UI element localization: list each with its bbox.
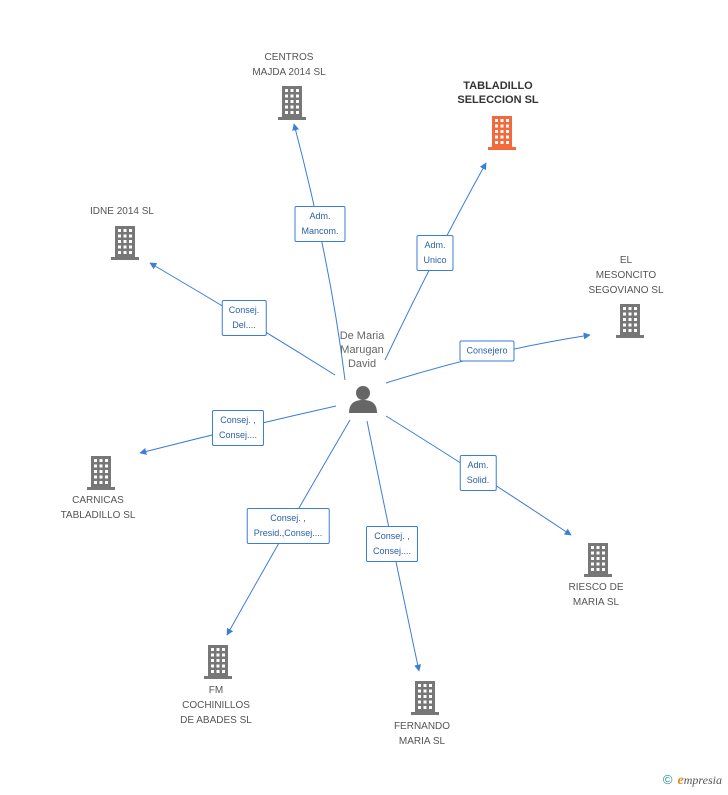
role-tag-centros-majda: Adm. Mancom. bbox=[294, 206, 346, 242]
building-icon bbox=[204, 645, 232, 679]
person-icon bbox=[349, 386, 377, 413]
role-tag-fm-cochinillos: Consej. , Presid.,Consej.... bbox=[246, 508, 330, 544]
company-name-el-mesoncito[interactable]: EL MESONCITO SEGOVIANO SL bbox=[588, 255, 664, 296]
building-icon bbox=[616, 304, 644, 338]
center-person-name[interactable]: De Maria Marugan David bbox=[339, 330, 385, 370]
role-tag-el-mesoncito: Consejero bbox=[459, 340, 515, 362]
role-tag-fernando-maria: Consej. , Consej.... bbox=[365, 526, 419, 562]
footer-brand: © empresia bbox=[663, 772, 722, 789]
copyright-icon: © bbox=[662, 772, 673, 787]
brand-initial: e bbox=[677, 773, 684, 788]
company-name-fernando-maria[interactable]: FERNANDO MARIA SL bbox=[393, 721, 451, 747]
building-icon bbox=[111, 226, 139, 260]
brand-name: mpresia bbox=[683, 773, 722, 787]
company-name-tabladillo-seleccion[interactable]: TABLADILLO SELECCION SL bbox=[457, 80, 539, 106]
role-tag-carnicas-tabladillo: Consej. , Consej.... bbox=[211, 410, 265, 446]
company-name-idne-2014[interactable]: IDNE 2014 SL bbox=[90, 206, 154, 217]
company-name-fm-cochinillos[interactable]: FM COCHINILLOS DE ABADES SL bbox=[180, 685, 252, 726]
edge-centros-majda bbox=[292, 123, 346, 381]
company-name-centros-majda[interactable]: CENTROS MAJDA 2014 SL bbox=[252, 52, 326, 78]
company-name-riesco-de-maria[interactable]: RIESCO DE MARIA SL bbox=[568, 582, 624, 608]
role-tag-riesco-de-maria: Adm. Solid. bbox=[459, 455, 497, 491]
company-name-carnicas-tabladillo[interactable]: CARNICAS TABLADILLO SL bbox=[60, 495, 136, 521]
role-tag-tabladillo-seleccion: Adm. Unico bbox=[416, 235, 454, 271]
building-icon bbox=[87, 456, 115, 490]
building-icon bbox=[488, 116, 516, 150]
building-icon bbox=[411, 681, 439, 715]
building-icon bbox=[278, 86, 306, 120]
building-icon bbox=[584, 543, 612, 577]
role-tag-idne-2014: Consej. Del.... bbox=[221, 300, 267, 336]
